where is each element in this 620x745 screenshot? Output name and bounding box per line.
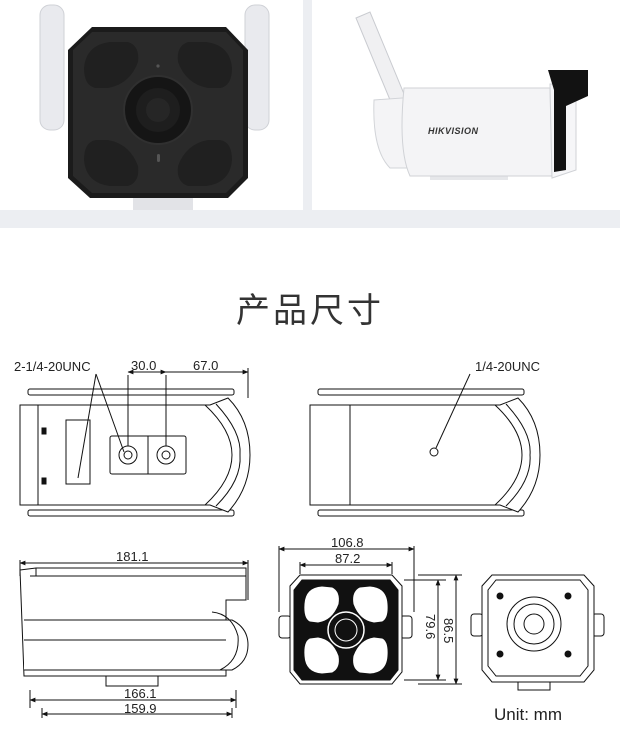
camera-front-photo — [0, 0, 303, 210]
front-height-inner-label: 79.6 — [423, 614, 438, 639]
front-width-inner-label: 87.2 — [335, 551, 360, 566]
top-view — [309, 373, 541, 517]
brand-logo: HIKVISION — [428, 126, 479, 136]
hole-spacing-label: 30.0 — [131, 358, 156, 373]
front-width-outer-label: 106.8 — [331, 535, 364, 550]
front-height-outer-label: 86.5 — [441, 618, 456, 643]
product-photo-strip: HIKVISION — [0, 0, 620, 228]
mount-thread-label: 2-1/4-20UNC — [14, 359, 91, 374]
base-length-b-label: 159.9 — [124, 701, 157, 716]
dimension-drawing: 2-1/4-20UNC 30.0 67.0 1/4-20UNC 181.1 16… — [14, 358, 605, 718]
hole-offset-label: 67.0 — [193, 358, 218, 373]
bottom-view — [19, 368, 251, 517]
body-length-label: 181.1 — [116, 549, 149, 564]
front-view — [278, 546, 462, 685]
top-thread-label: 1/4-20UNC — [475, 359, 540, 374]
base-length-a-label: 166.1 — [124, 686, 157, 701]
unit-label: Unit: mm — [494, 705, 562, 724]
side-view — [19, 560, 249, 718]
rear-view — [470, 574, 605, 691]
camera-side-photo: HIKVISION — [312, 0, 620, 210]
section-title: 产品尺寸 — [236, 291, 384, 331]
